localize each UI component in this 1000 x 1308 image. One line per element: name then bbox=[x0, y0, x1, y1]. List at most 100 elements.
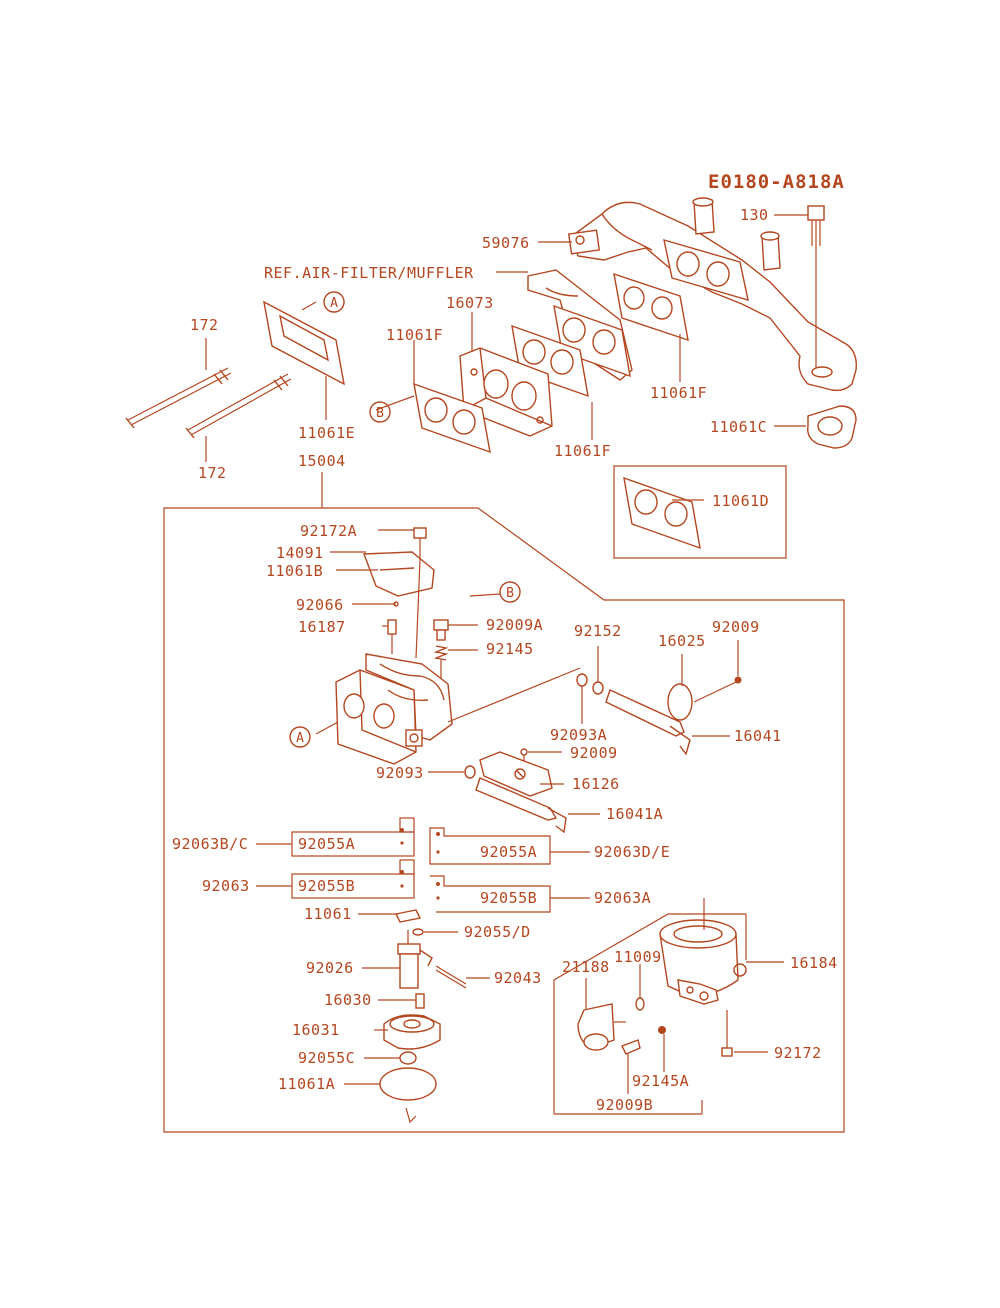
label-92009-right: 92009 bbox=[712, 618, 760, 636]
gasket-11061f-middle bbox=[553, 304, 631, 378]
gasket-11061a bbox=[379, 1067, 437, 1101]
label-16187: 16187 bbox=[298, 618, 346, 636]
label-16041: 16041 bbox=[734, 727, 782, 745]
label-92172a: 92172A bbox=[300, 522, 357, 540]
screw-92172a bbox=[413, 527, 427, 560]
assembly-line-bottom bbox=[405, 1107, 417, 1124]
stud-172-upper bbox=[125, 367, 232, 429]
svg-text:B: B bbox=[506, 586, 514, 601]
stud-172-lower bbox=[185, 373, 292, 439]
oring-92055d bbox=[412, 928, 424, 936]
emulsion-tube-92026 bbox=[397, 930, 433, 989]
label-14091: 14091 bbox=[276, 544, 324, 562]
label-16073: 16073 bbox=[446, 294, 494, 312]
label-172-bottom: 172 bbox=[198, 464, 227, 482]
label-16025: 16025 bbox=[658, 632, 706, 650]
seal-92093 bbox=[464, 765, 476, 779]
label-11061f-bottom: 11061F bbox=[554, 442, 611, 460]
svg-text:A: A bbox=[296, 731, 304, 746]
label-92055a-right: 92055A bbox=[480, 843, 537, 861]
throttle-plate-16025 bbox=[667, 683, 693, 721]
label-16030: 16030 bbox=[324, 991, 372, 1009]
label-92145a: 92145A bbox=[632, 1072, 689, 1090]
float-bowl-16184 bbox=[659, 898, 747, 1005]
label-16184: 16184 bbox=[790, 954, 838, 972]
label-92063bc: 92063B/C bbox=[172, 835, 248, 853]
bolt-130 bbox=[807, 205, 825, 368]
svg-text:B: B bbox=[376, 406, 384, 421]
label-92055b-left: 92055B bbox=[298, 877, 355, 895]
label-92055b-right: 92055B bbox=[480, 889, 537, 907]
label-11061c: 11061C bbox=[710, 418, 767, 436]
label-11061e: 11061E bbox=[298, 424, 355, 442]
label-ref-air-filter: REF.AIR-FILTER/MUFFLER bbox=[264, 264, 474, 282]
leader-shaft-line bbox=[447, 667, 581, 723]
label-172-top: 172 bbox=[190, 316, 219, 334]
box-92055b-left-tab bbox=[399, 859, 415, 875]
solenoid-21188 bbox=[577, 978, 626, 1051]
top-cover-14091 bbox=[363, 551, 435, 597]
screw-92009a bbox=[433, 619, 449, 641]
label-92063a: 92063A bbox=[594, 889, 651, 907]
callout-a-top: A bbox=[323, 291, 345, 313]
gasket-11061f-upper bbox=[613, 272, 689, 342]
jet-92063de-dot bbox=[436, 832, 440, 836]
float-16031 bbox=[383, 1014, 441, 1050]
box-92055a-right bbox=[429, 827, 551, 865]
ball-92145a bbox=[658, 1026, 666, 1034]
label-130: 130 bbox=[740, 206, 769, 224]
leader-lines bbox=[205, 214, 808, 1094]
label-15004: 15004 bbox=[298, 452, 346, 470]
throttle-shaft-16041 bbox=[605, 689, 691, 756]
label-16041a: 16041A bbox=[606, 805, 663, 823]
gasket-11061f-lower bbox=[511, 324, 589, 398]
jet-92063a-dot bbox=[436, 882, 440, 886]
callout-a-carb: A bbox=[289, 726, 311, 748]
label-92172: 92172 bbox=[774, 1044, 822, 1062]
label-11009: 11009 bbox=[614, 948, 662, 966]
label-92055d: 92055/D bbox=[464, 923, 531, 941]
intake-manifold bbox=[567, 197, 857, 392]
label-92093a: 92093A bbox=[550, 726, 607, 744]
callout-b-top: B bbox=[369, 401, 391, 423]
diagram-id: E0180-A818A bbox=[708, 171, 845, 193]
bowl-group-frame bbox=[553, 913, 746, 1115]
label-92145: 92145 bbox=[486, 640, 534, 658]
carburetor-body bbox=[335, 653, 453, 765]
washer-11009 bbox=[635, 997, 645, 1011]
svg-text:A: A bbox=[330, 296, 338, 311]
washer-92152 bbox=[592, 681, 604, 695]
label-11061a: 11061A bbox=[278, 1075, 335, 1093]
gasket-11061d bbox=[623, 476, 701, 550]
label-11061f-left: 11061F bbox=[386, 326, 443, 344]
jet-92055a-right-dot bbox=[436, 850, 440, 854]
oring-92055c bbox=[399, 1051, 417, 1065]
label-92152: 92152 bbox=[574, 622, 622, 640]
jet-92063bc-dot bbox=[400, 828, 404, 832]
callout-b-carb: B bbox=[499, 581, 521, 603]
assembly-line-top bbox=[415, 559, 421, 659]
jet-92055a-dot bbox=[400, 841, 404, 845]
label-92055c: 92055C bbox=[298, 1049, 355, 1067]
gasket-11061f-left bbox=[413, 382, 491, 454]
screw-92172 bbox=[721, 1010, 733, 1057]
label-92063: 92063 bbox=[202, 877, 250, 895]
label-92043: 92043 bbox=[494, 969, 542, 987]
label-11061d: 11061D bbox=[712, 492, 769, 510]
label-92093: 92093 bbox=[376, 764, 424, 782]
label-11061b: 11061B bbox=[266, 562, 323, 580]
label-92009a: 92009A bbox=[486, 616, 543, 634]
label-92055a-left: 92055A bbox=[298, 835, 355, 853]
label-11061f-right: 11061F bbox=[650, 384, 707, 402]
box-92055a-left-tab bbox=[399, 817, 415, 833]
label-59076: 59076 bbox=[482, 234, 530, 252]
screw-92009b bbox=[621, 1039, 641, 1055]
pin-92066 bbox=[384, 601, 399, 607]
gasket-11061e bbox=[263, 300, 345, 386]
gasket-11061c bbox=[807, 405, 857, 449]
spring-92145 bbox=[433, 645, 449, 678]
screw-92009-right bbox=[693, 676, 742, 703]
label-16031: 16031 bbox=[292, 1021, 340, 1039]
